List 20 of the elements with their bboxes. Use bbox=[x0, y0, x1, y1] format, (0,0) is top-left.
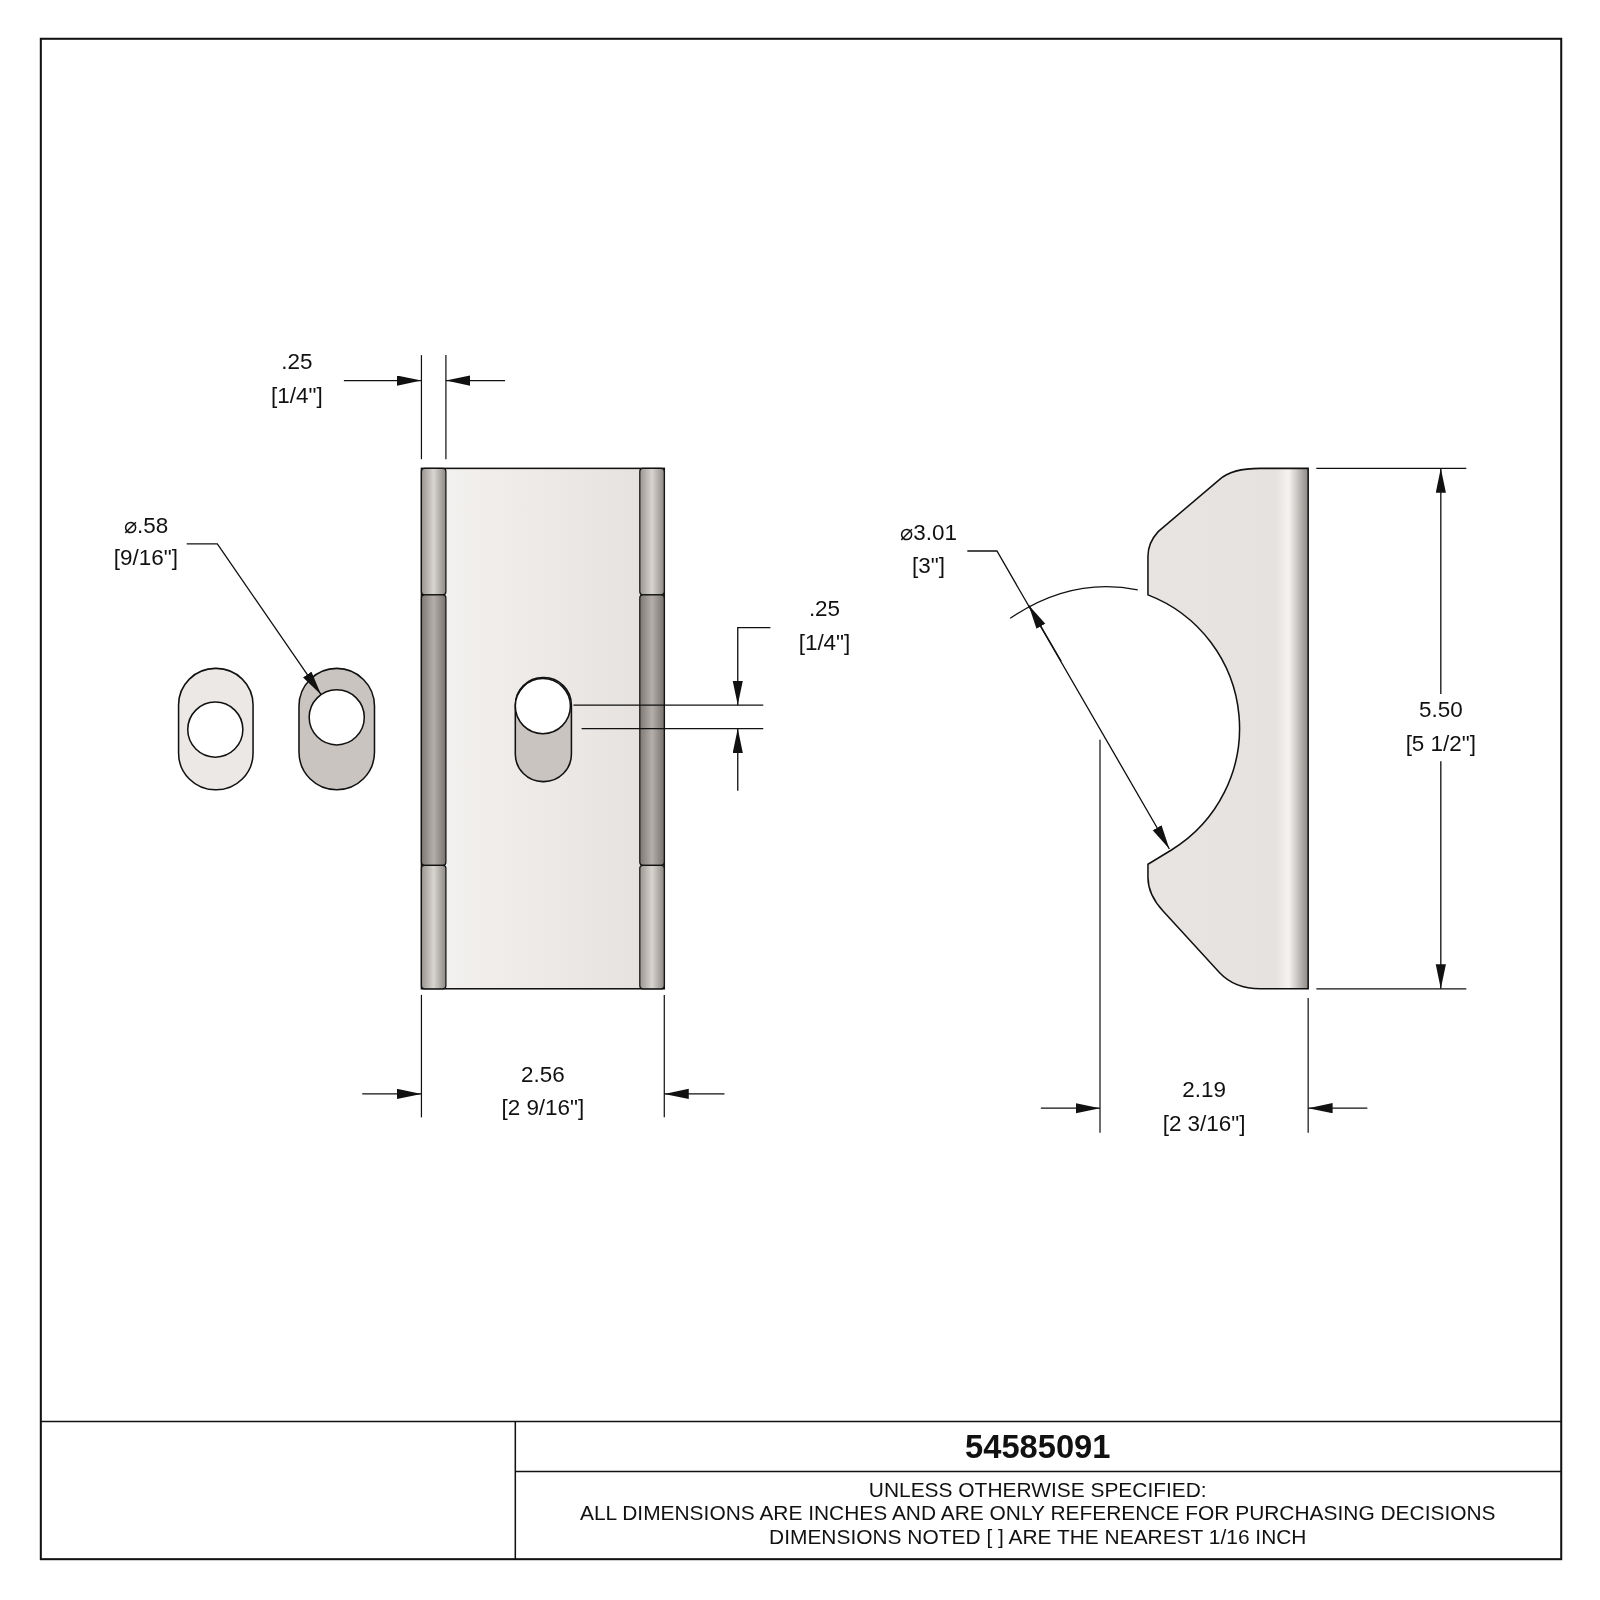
note-text: ALL DIMENSIONS ARE INCHES AND ARE ONLY REFERENCE FOR PURCHASING DECISIONS bbox=[579, 1502, 1496, 1524]
dimension-text: [5 1/2"] bbox=[1405, 732, 1476, 756]
dimension-text: [1/4"] bbox=[271, 384, 323, 408]
dimension-text: [2 3/16"] bbox=[1162, 1112, 1246, 1135]
dimension-text: .25 bbox=[281, 351, 313, 374]
washer-hole bbox=[308, 689, 366, 746]
dimension-text: [9/16"] bbox=[113, 546, 178, 570]
dimension-text: 5.50 bbox=[1418, 699, 1463, 722]
dimension-text: [2 9/16"] bbox=[501, 1096, 585, 1120]
dimension-text: 2.19 bbox=[1182, 1078, 1226, 1101]
dimension-text: ⌀.58 bbox=[123, 514, 169, 537]
dimension-text: .25 bbox=[808, 597, 841, 621]
dimension-text: ⌀3.01 bbox=[900, 521, 958, 544]
leader-line bbox=[186, 543, 322, 696]
dimension-text: [3"] bbox=[912, 555, 946, 578]
dimension-text: [1/4"] bbox=[798, 631, 851, 655]
dimension-text: 2.56 bbox=[521, 1063, 565, 1086]
note-text: DIMENSIONS NOTED [ ] ARE THE NEAREST 1/16 INCH bbox=[769, 1526, 1307, 1548]
part-number: 54585091 bbox=[965, 1430, 1111, 1464]
note-text: UNLESS OTHERWISE SPECIFIED: bbox=[868, 1479, 1207, 1501]
